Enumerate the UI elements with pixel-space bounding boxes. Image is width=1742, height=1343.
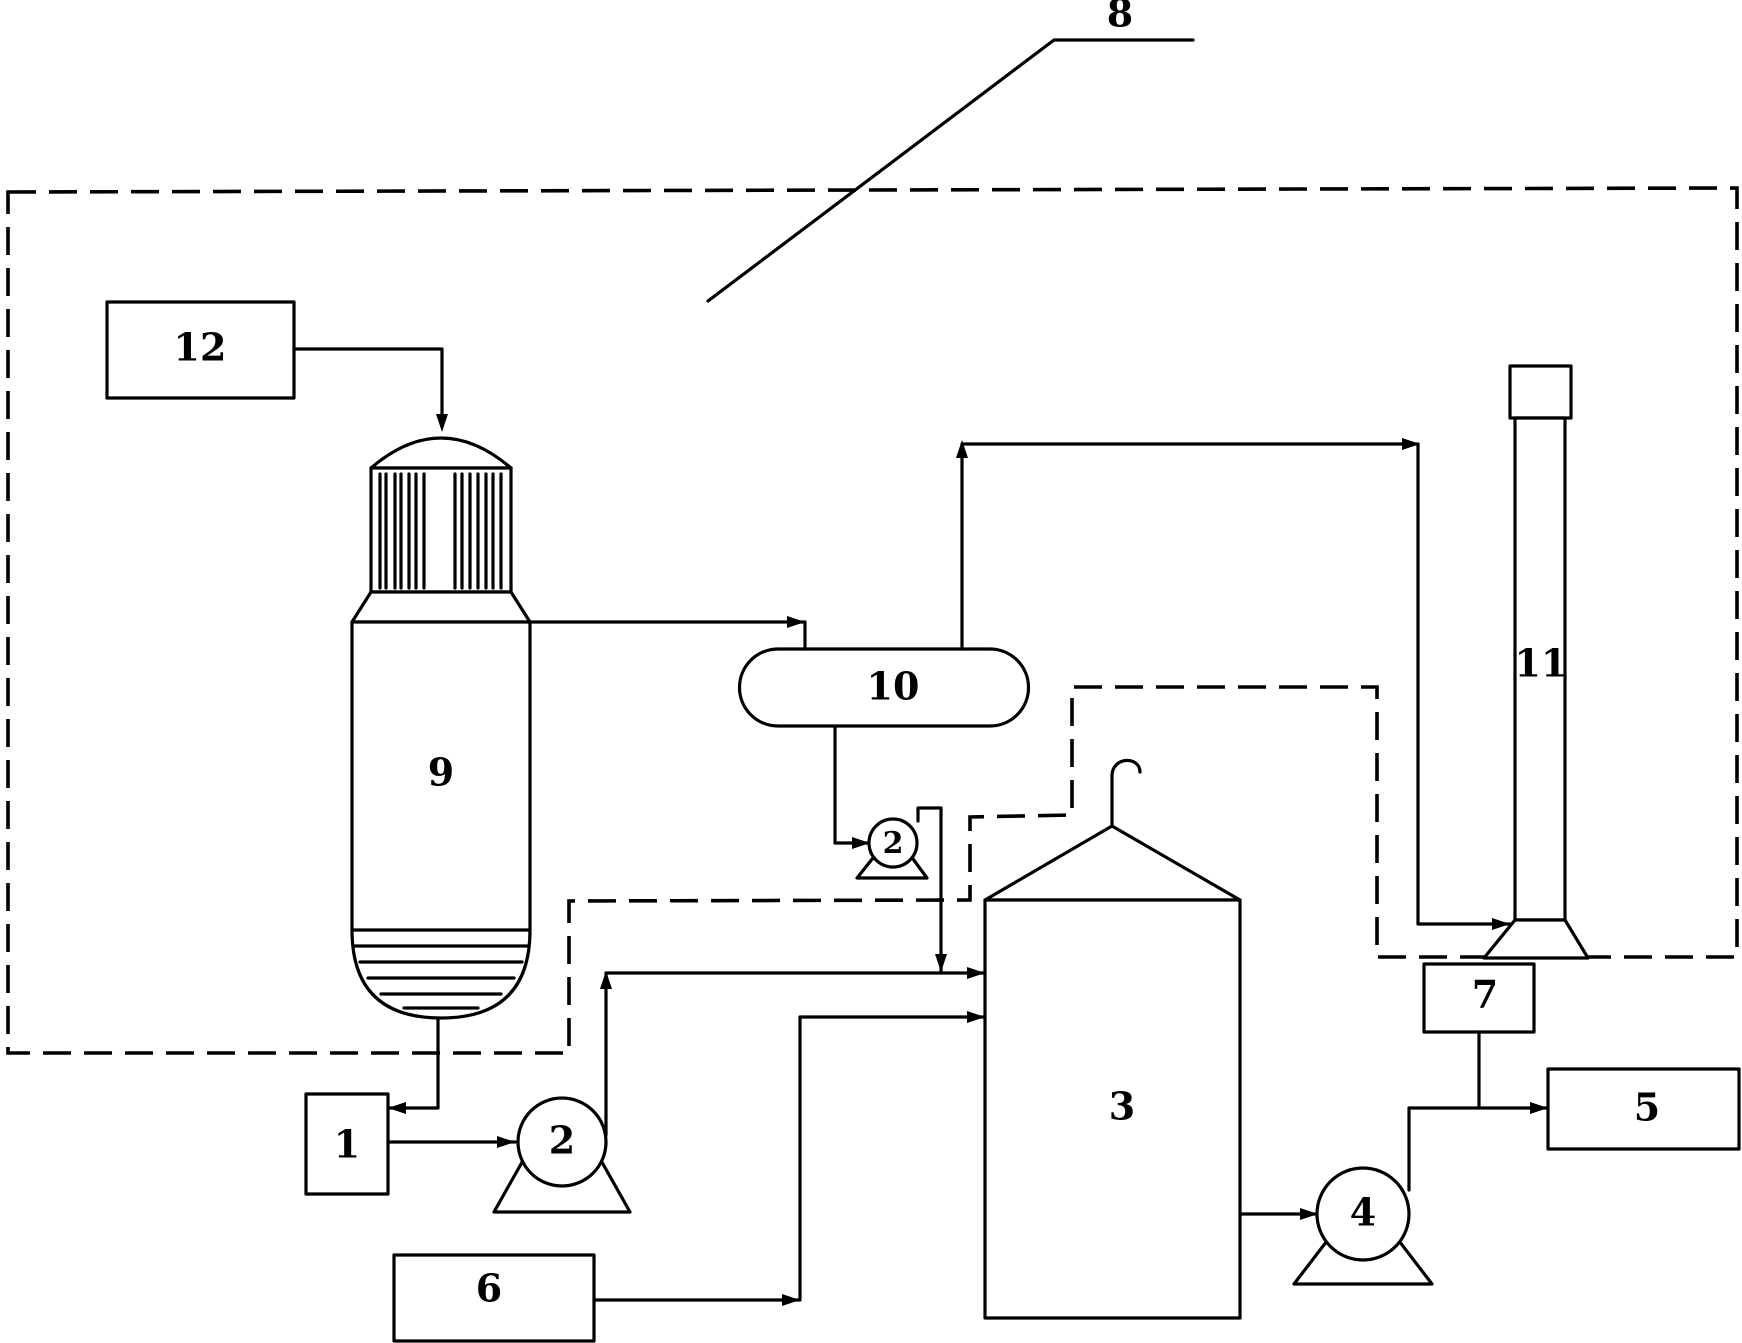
arrowhead [787, 616, 805, 628]
arrowhead [935, 954, 947, 972]
label-3: 3 [1109, 1084, 1135, 1129]
label-12: 12 [174, 325, 227, 370]
vessel-9-tube-bundle [378, 472, 503, 590]
label-6: 6 [476, 1266, 502, 1311]
box-7: 7 [1422, 962, 1536, 1034]
arrowhead [600, 971, 612, 989]
pipe-pump-2-to-3 [604, 971, 987, 1137]
arrowhead [388, 1102, 406, 1114]
label-9: 9 [428, 750, 454, 795]
pipe-10-to-small-pump-2 [833, 724, 872, 845]
column-11: 11 [1482, 364, 1590, 960]
tank-3: 3 [983, 758, 1242, 1320]
label-pump-2: 2 [549, 1118, 575, 1163]
pipe-9-to-1 [386, 1016, 440, 1110]
pipe-9-to-10 [528, 620, 807, 651]
label-11: 11 [1515, 641, 1568, 686]
label-5: 5 [1634, 1085, 1660, 1130]
pump-2-small: 2 [855, 817, 929, 880]
label-8: 8 [1107, 0, 1133, 36]
pump-4: 4 [1292, 1166, 1434, 1286]
box-5: 5 [1546, 1067, 1741, 1151]
arrowhead [1492, 918, 1510, 930]
vessel-9-liquid-level [350, 928, 532, 1010]
pipe-6-to-3 [592, 1015, 987, 1302]
label-1: 1 [334, 1122, 360, 1167]
arrowhead [497, 1136, 515, 1148]
arrowhead [967, 967, 985, 979]
arrowhead [956, 440, 968, 458]
arrowhead [436, 414, 448, 432]
leader-8: 8 [706, 0, 1195, 303]
box-12: 12 [105, 300, 296, 400]
arrowhead [852, 837, 870, 849]
label-pump-2-small: 2 [883, 826, 904, 861]
pipe-pump-4-to-5 [1407, 1106, 1550, 1192]
pump-2: 2 [492, 1096, 632, 1214]
arrowhead [1402, 438, 1420, 450]
arrowheads [388, 414, 1548, 1306]
label-10: 10 [867, 664, 920, 709]
arrowhead [782, 1294, 800, 1306]
arrowhead [1530, 1102, 1548, 1114]
arrowhead [967, 1011, 985, 1023]
arrowhead [1300, 1208, 1318, 1220]
box-6: 6 [392, 1253, 596, 1343]
pipe-small-pump-2-to-3 [916, 806, 943, 974]
pipe-12-to-9 [292, 347, 444, 424]
separator-10: 10 [737, 647, 1031, 728]
pipe-10-to-11 [960, 442, 1512, 926]
label-pump-4: 4 [1350, 1190, 1376, 1235]
label-7: 7 [1472, 972, 1498, 1017]
box-1: 1 [304, 1092, 390, 1196]
vessel-9: 9 [350, 436, 532, 1020]
